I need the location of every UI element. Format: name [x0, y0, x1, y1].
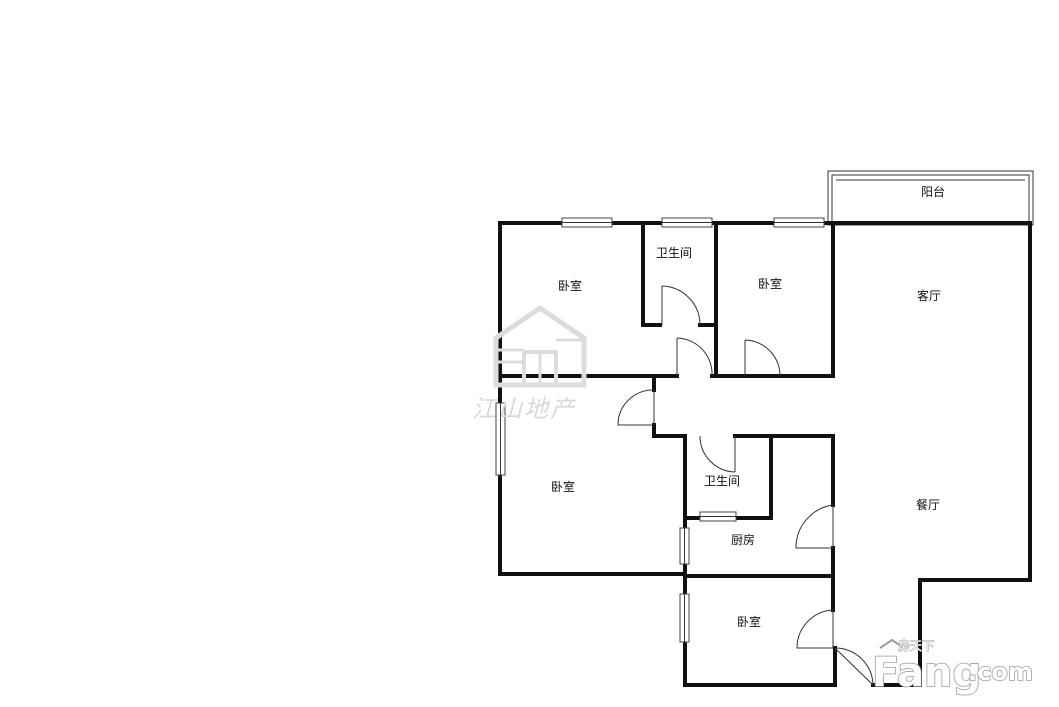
- windows: [495, 217, 825, 643]
- room-label-balcony: 阳台: [921, 184, 945, 199]
- room-label-bath-top: 卫生间: [656, 246, 692, 260]
- brand-name: Fang: [872, 650, 981, 696]
- room-label-bath-mid: 卫生间: [704, 474, 740, 488]
- brand-chinese: 房天下: [898, 638, 934, 653]
- room-label-kitchen: 厨房: [731, 532, 755, 547]
- brand-suffix: .com: [968, 658, 1033, 686]
- room-label-bedroom-nw: 卧室: [558, 278, 582, 293]
- room-label-bedroom-s: 卧室: [737, 614, 761, 629]
- house-roof-icon: [879, 638, 905, 649]
- room-label-living: 客厅: [917, 288, 941, 303]
- watermark-text: 江山地产: [472, 395, 576, 423]
- doors: [617, 285, 874, 686]
- room-label-dining: 餐厅: [916, 497, 940, 512]
- watermark-logo: [493, 304, 587, 388]
- brand-watermark: 房天下 Fang .com: [871, 638, 1033, 697]
- room-labels: 阳台 卧室 卫生间 卧室 客厅 卧室 卫生间 厨房 餐厅 卧室: [551, 184, 945, 629]
- room-label-bedroom-n: 卧室: [758, 276, 782, 291]
- room-label-bedroom-w: 卧室: [551, 479, 575, 494]
